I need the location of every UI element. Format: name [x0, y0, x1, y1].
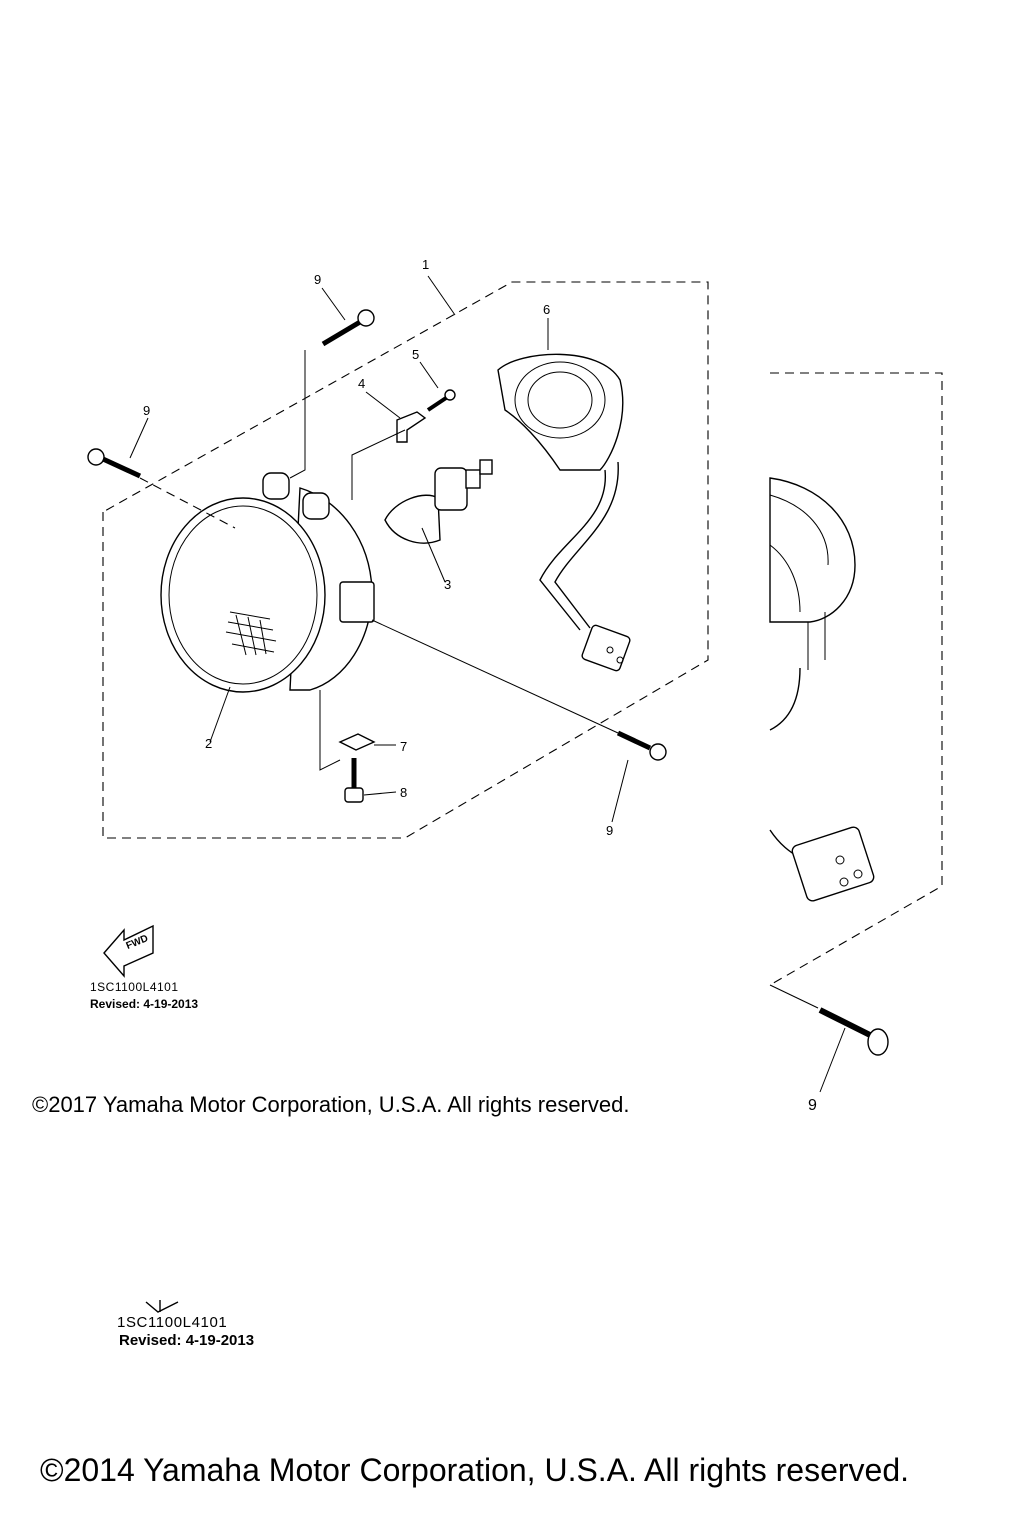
zoom-revised-date: Revised: 4-19-2013	[119, 1332, 255, 1349]
screw-9-left	[87, 448, 142, 479]
assembly-outline	[102, 275, 709, 839]
copyright-2014: ©2014 Yamaha Motor Corporation, U.S.A. A…	[40, 1452, 910, 1488]
callout-6: 6	[543, 302, 551, 317]
zoom-connector	[769, 826, 875, 902]
callout-9-right: 9	[606, 823, 614, 838]
bulb-clip	[396, 411, 427, 443]
zoom-fwd-arrow-icon	[145, 1300, 179, 1313]
copyright-2017: ©2017 Yamaha Motor Corporation, U.S.A. A…	[32, 1092, 630, 1117]
socket-cover	[497, 353, 631, 672]
zoom-diagram-code: 1SC1100L4101	[117, 1314, 228, 1331]
bolt-8	[344, 758, 364, 803]
callout-9-top: 9	[314, 272, 322, 287]
screw-5	[426, 389, 456, 412]
halogen-bulb	[384, 459, 493, 544]
zoom-screw-9	[818, 1007, 889, 1056]
revised-date: Revised: 4-19-2013	[90, 997, 199, 1011]
diagram-code: 1SC1100L4101	[90, 980, 179, 994]
callout-8: 8	[400, 785, 408, 800]
callout-3: 3	[444, 577, 452, 592]
fwd-arrow-icon	[103, 924, 154, 978]
screw-9-top	[321, 309, 375, 347]
callout-1: 1	[422, 257, 430, 272]
callout-4: 4	[358, 376, 366, 391]
headlight-housing	[160, 472, 375, 693]
callout-9-left: 9	[143, 403, 151, 418]
zoom-outline	[769, 372, 943, 986]
callout-7: 7	[400, 739, 408, 754]
speed-nut-7	[338, 733, 376, 751]
screw-9-right	[616, 730, 667, 761]
callout-5: 5	[412, 347, 420, 362]
callout-9-zoom: 9	[808, 1097, 817, 1114]
zoom-socket-cover	[769, 477, 856, 731]
callout-2: 2	[205, 736, 213, 751]
